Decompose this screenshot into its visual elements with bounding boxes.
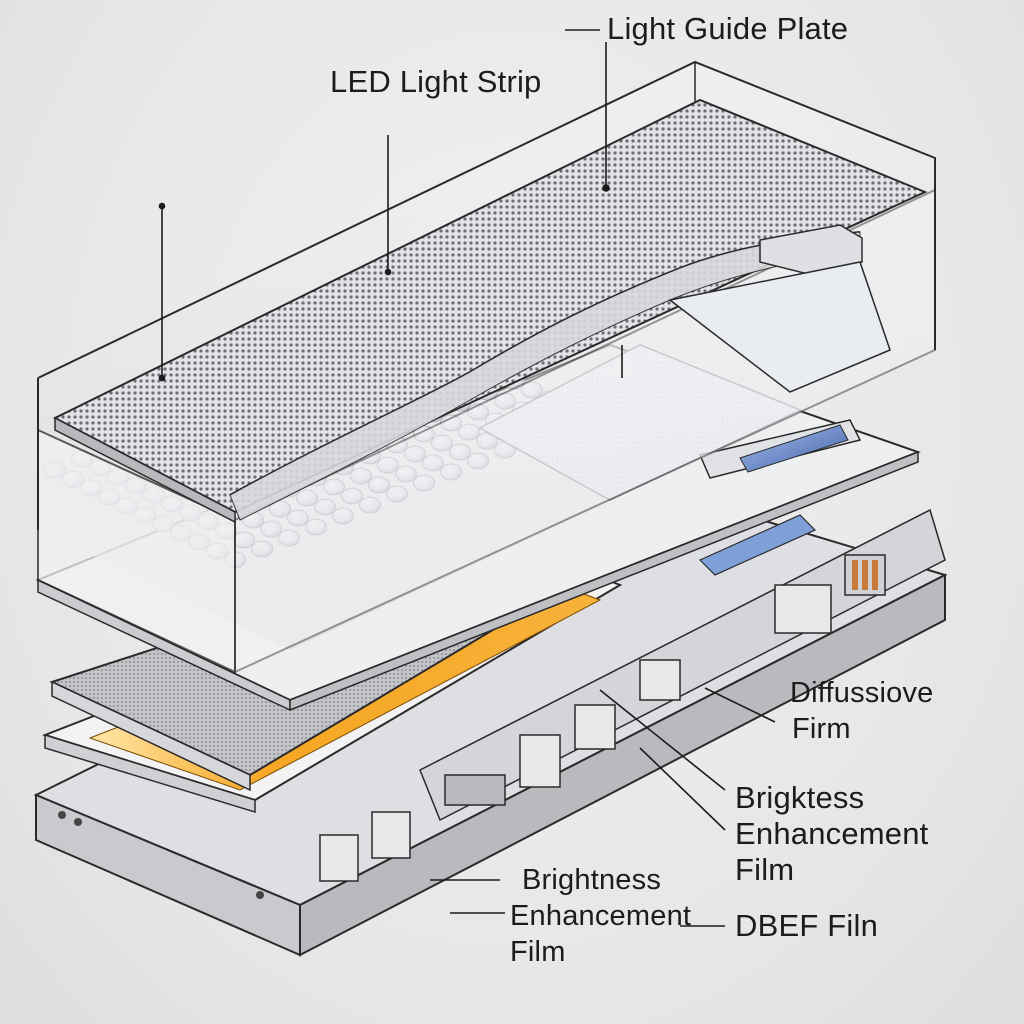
connector-block bbox=[774, 584, 832, 634]
label-line: Firm bbox=[792, 713, 851, 745]
connector-block bbox=[519, 734, 561, 788]
label-line: Diffussiove bbox=[790, 677, 934, 709]
leader-lines bbox=[158, 29, 776, 927]
connector-block bbox=[371, 811, 411, 859]
label-line: Film bbox=[735, 852, 795, 887]
connector-block bbox=[319, 834, 359, 882]
label-line: Brightness bbox=[522, 864, 662, 896]
connector-block bbox=[639, 659, 681, 701]
chip-component bbox=[444, 774, 506, 806]
label-dbef-film: DBEF Filn bbox=[735, 908, 878, 944]
connector-block bbox=[574, 704, 616, 750]
label-text: LED Light Strip bbox=[330, 64, 542, 99]
light-guide-plate-housing bbox=[37, 60, 936, 674]
bottom-chassis bbox=[33, 486, 948, 957]
label-line: Film bbox=[510, 936, 566, 968]
label-line: Enhancement bbox=[735, 816, 929, 851]
label-line: Enhancement bbox=[510, 900, 692, 932]
label-light-guide-plate: Light Guide Plate bbox=[607, 11, 848, 47]
label-diffusive-film: Diffussiove Firm bbox=[790, 675, 934, 747]
label-brightness-enhancement-film-bottom: Brightness Enhancement Film bbox=[510, 862, 691, 970]
label-line: Brigktess bbox=[735, 780, 865, 815]
label-text: DBEF Filn bbox=[735, 908, 879, 943]
label-led-light-strip: LED Light Strip bbox=[330, 64, 542, 100]
label-brightness-enhancement-film-right: Brigktess Enhancement Film bbox=[735, 780, 929, 888]
label-text: Light Guide Plate bbox=[607, 11, 849, 46]
led-strip-bracket bbox=[759, 224, 863, 276]
